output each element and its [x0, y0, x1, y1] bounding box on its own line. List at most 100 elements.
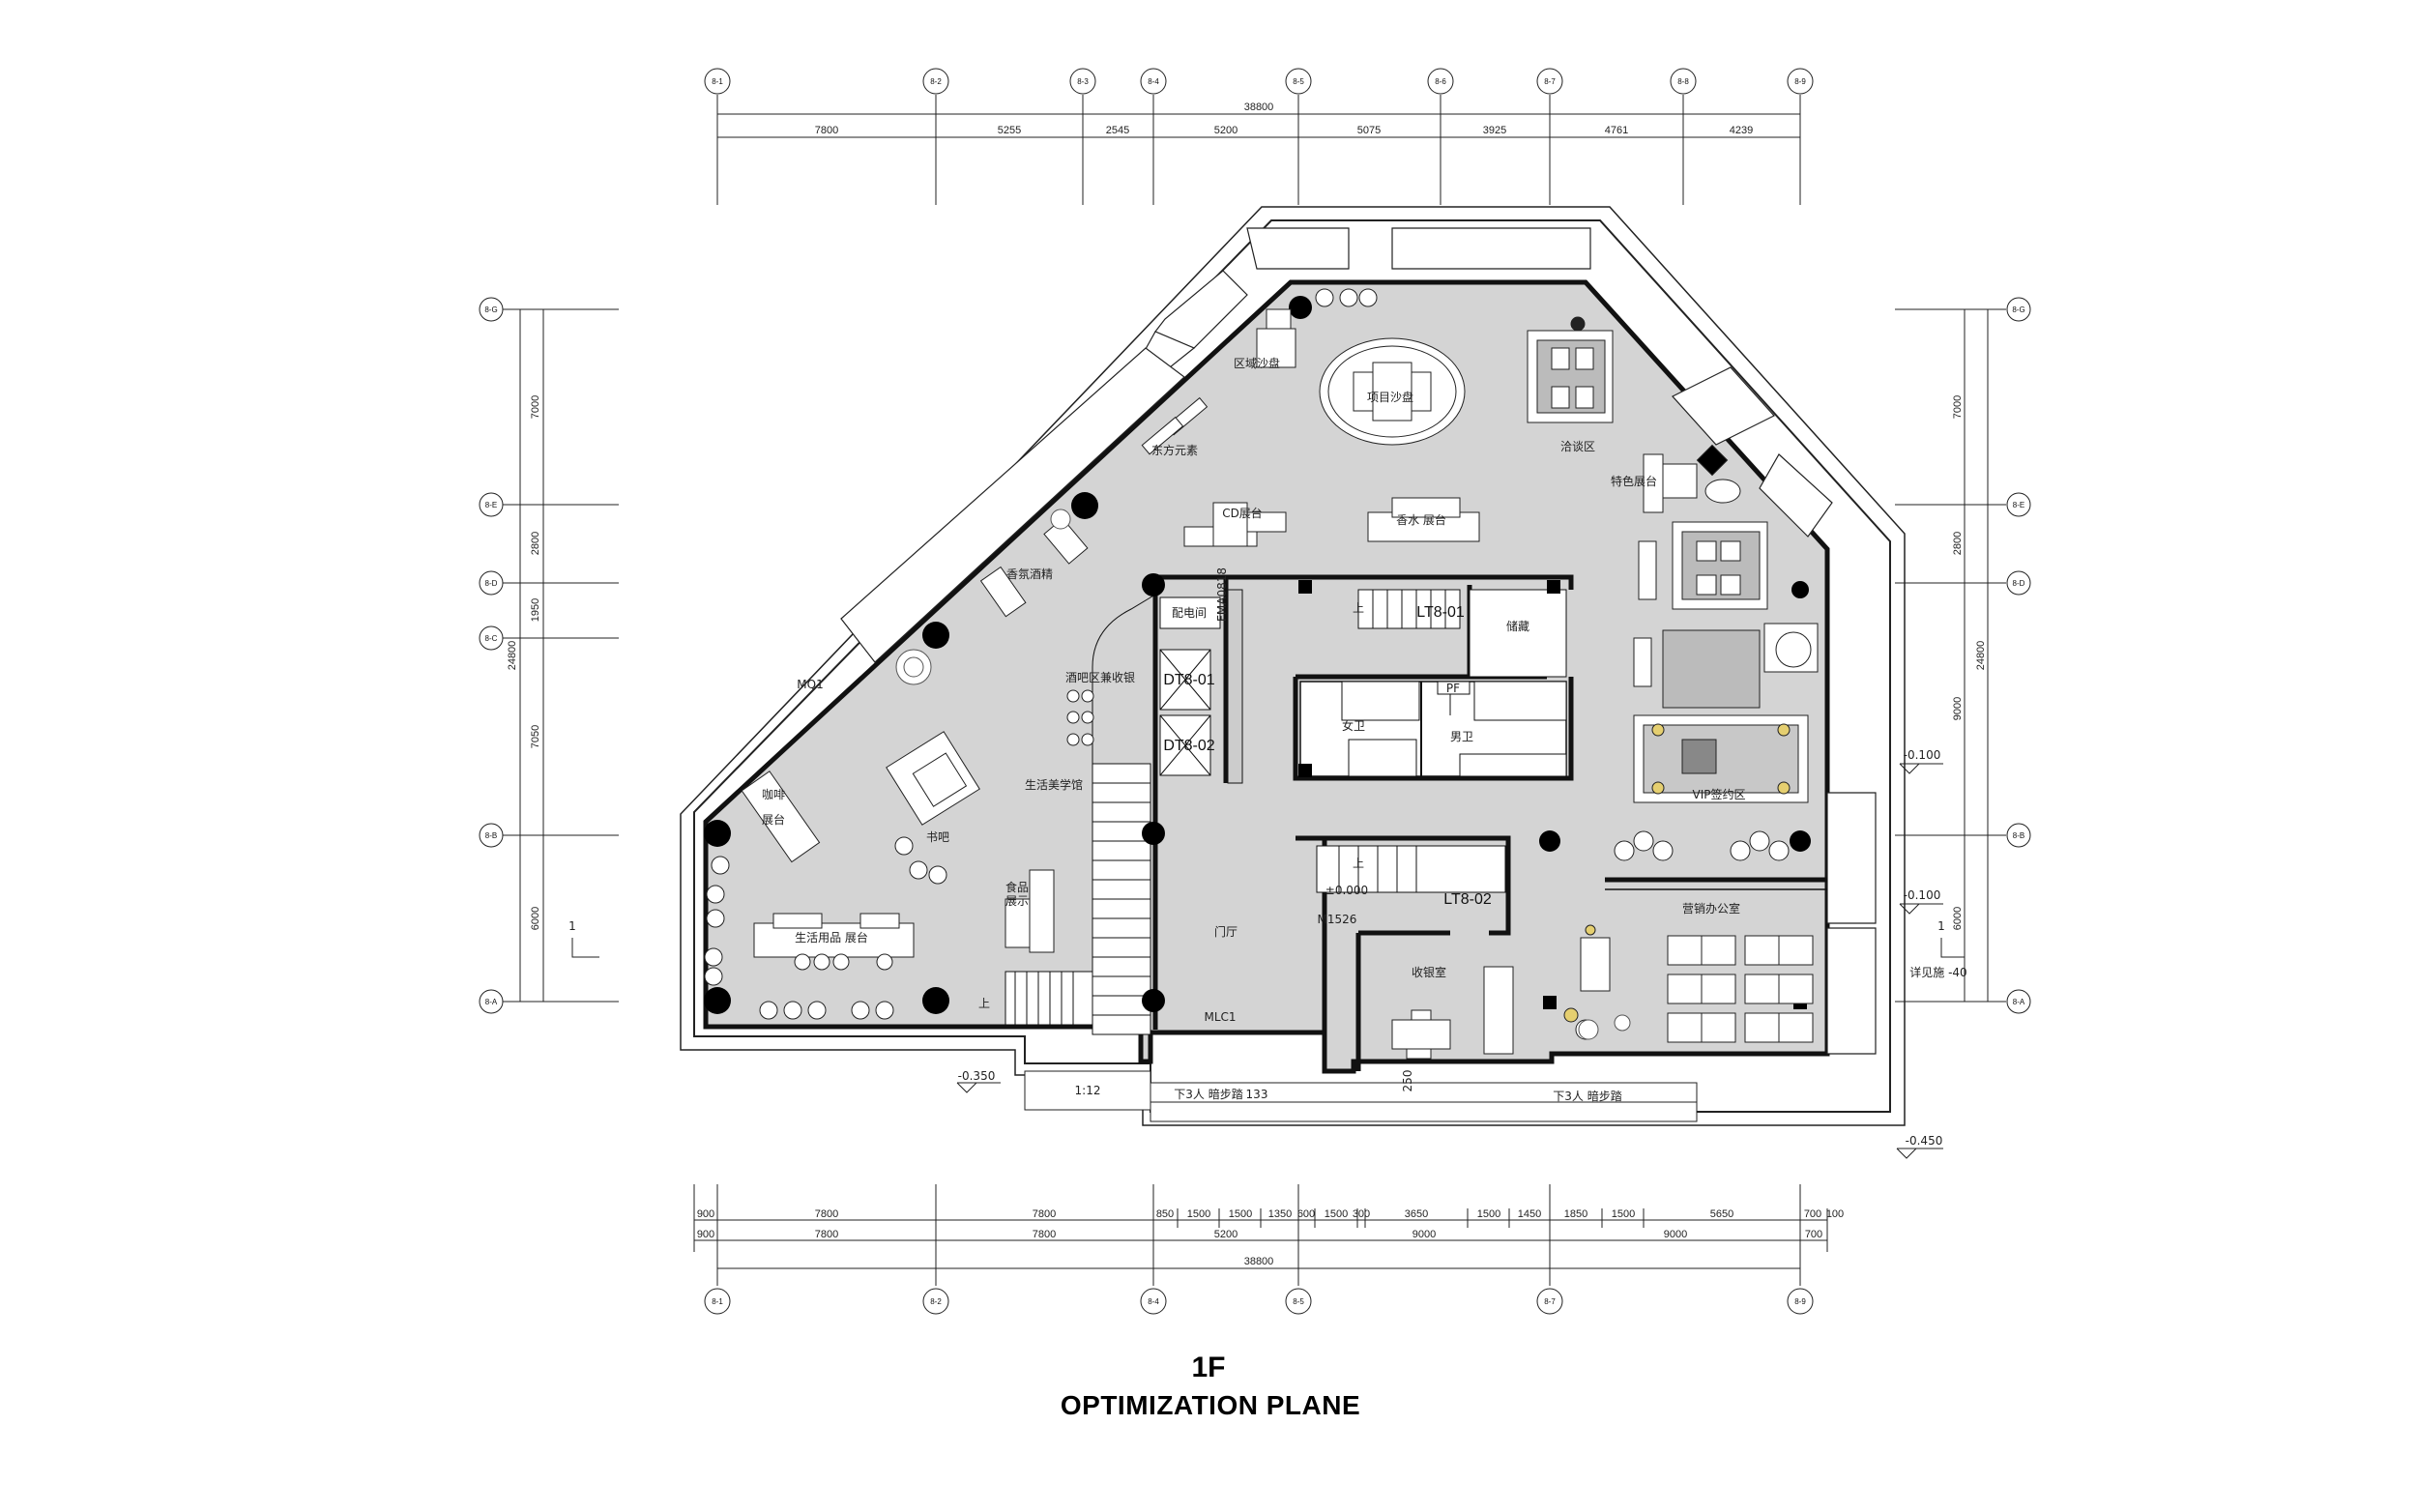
grid-top-6: 8-6	[1435, 77, 1446, 86]
grid-bottom-1: 8-1	[712, 1297, 723, 1306]
dim-bottom-r2-2: 7800	[815, 1229, 838, 1240]
label-133: 133	[1246, 1088, 1268, 1101]
label-down3: 下3人 暗步踏	[1174, 1087, 1242, 1101]
window-bays	[840, 227, 1877, 1055]
label-sandbox: 区域沙盘	[1234, 356, 1280, 370]
label-lvl-m100a: -0.100	[1904, 748, 1941, 762]
label-lvl-m350: -0.350	[958, 1069, 996, 1083]
dim-left-2: 2800	[530, 532, 541, 555]
grid-left-d: 8-D	[485, 579, 498, 588]
label-stair-up-3: 上	[978, 997, 990, 1010]
label-250: 250	[1401, 1070, 1414, 1092]
grid-top-3: 8-3	[1077, 77, 1089, 86]
bottom-dimensions	[693, 1184, 1828, 1315]
dim-top-3: 2545	[1106, 125, 1129, 136]
sales-office-desks	[1563, 924, 1814, 1043]
dim-bottom-r2-4: 5200	[1214, 1229, 1238, 1240]
label-lvl-m450: -0.450	[1906, 1134, 1943, 1148]
entry-ramp	[1024, 1070, 1698, 1122]
label-bar: 酒吧区兼收银	[1065, 671, 1135, 684]
label-dt1: DT8-01	[1163, 672, 1214, 688]
dim-top-7: 4761	[1605, 125, 1628, 136]
dim-bottom-r1-6: 1500	[1229, 1208, 1252, 1220]
dim-bottom-r1-1: 900	[697, 1208, 714, 1220]
dim-bottom-r1-16: 5650	[1710, 1208, 1733, 1220]
dim-left-4: 7050	[530, 725, 541, 748]
drawing-title: OPTIMIZATION PLANE	[1060, 1390, 1361, 1420]
left-dimensions	[479, 297, 619, 1014]
dim-top-5: 5075	[1357, 125, 1381, 136]
label-display: 展台	[762, 812, 785, 827]
dim-bottom-r1-11: 3650	[1405, 1208, 1428, 1220]
dim-right-3: 9000	[1952, 697, 1964, 720]
label-mlc1: MLC1	[1204, 1010, 1236, 1024]
dim-left-5: 6000	[530, 907, 541, 930]
dim-bottom-r1-5: 1500	[1187, 1208, 1210, 1220]
grid-left-e: 8-E	[485, 501, 497, 509]
label-pf: PF	[1446, 682, 1460, 695]
dim-top-total: 38800	[1244, 102, 1274, 113]
dim-bottom-r1-10: 300	[1353, 1208, 1370, 1220]
grid-top-7: 8-7	[1544, 77, 1556, 86]
toilet-block	[1299, 681, 1567, 777]
grid-top-8: 8-8	[1677, 77, 1689, 86]
dim-top-8: 4239	[1730, 125, 1753, 136]
furniture	[741, 308, 1480, 958]
label-lt2: LT8-02	[1443, 891, 1492, 908]
drawing-floor-title: 1F	[1191, 1352, 1226, 1383]
label-north-left: 1	[568, 919, 576, 933]
level-markers	[571, 763, 1965, 1159]
label-west-2: 香氛酒精	[1006, 567, 1053, 581]
label-right-note: 详见施 -40	[1909, 965, 1966, 979]
grid-bottom-4: 8-4	[1148, 1297, 1159, 1306]
label-ramp: 1:12	[1075, 1084, 1101, 1097]
dim-bottom-r1-2: 7800	[815, 1208, 838, 1220]
dim-right-4: 6000	[1952, 907, 1964, 930]
top-dimensions	[716, 95, 1801, 205]
label-bookbar: 书吧	[926, 830, 949, 844]
dim-bottom-r1-3: 7800	[1033, 1208, 1056, 1220]
grid-right-e: 8-E	[2013, 501, 2024, 509]
grid-right-d: 8-D	[2013, 579, 2025, 588]
grid-left-g: 8-G	[484, 305, 497, 314]
cashier-furniture	[1391, 966, 1514, 1060]
dim-right-2: 2800	[1952, 532, 1964, 555]
negotiation-area	[1527, 316, 1819, 803]
label-north-right: 1	[1937, 919, 1945, 933]
core-elements	[1159, 589, 1567, 893]
label-elec: 配电间	[1172, 606, 1207, 620]
grid-top-1: 8-1	[712, 77, 723, 86]
label-storage: 储藏	[1506, 619, 1529, 633]
dim-bottom-r1-14: 1850	[1564, 1208, 1587, 1220]
dim-top-2: 5255	[998, 125, 1021, 136]
label-female-wc: 女卫	[1342, 718, 1365, 733]
west-stair	[1005, 594, 1156, 1035]
grid-left-b: 8-B	[485, 831, 497, 840]
dim-top-1: 7800	[815, 125, 838, 136]
dim-bottom-r1-8: 600	[1297, 1208, 1315, 1220]
dim-top-6: 3925	[1483, 125, 1506, 136]
label-daily-goods: 生活用品 展台	[795, 930, 868, 945]
grid-right-b: 8-B	[2013, 831, 2024, 840]
dim-top-4: 5200	[1214, 125, 1238, 136]
label-lt1: LT8-01	[1416, 604, 1465, 621]
dim-bottom-r1-7: 1350	[1268, 1208, 1292, 1220]
label-perfume: 香水 展台	[1396, 512, 1446, 527]
label-coffee: 咖啡	[762, 787, 785, 801]
dim-bottom-r1-9: 1500	[1325, 1208, 1348, 1220]
columns	[704, 296, 1811, 1014]
label-down3b: 下3人 暗步踏	[1553, 1089, 1621, 1103]
label-bar-display: 特色展台	[1611, 474, 1657, 488]
dim-bottom-r2-3: 7800	[1033, 1229, 1056, 1240]
label-vip: VIP签约区	[1693, 787, 1746, 801]
top-grid-bubbles	[704, 68, 1814, 95]
dim-right-total: 24800	[1975, 641, 1987, 671]
label-m1526: M1526	[1318, 913, 1357, 926]
dim-bottom-r2-7: 700	[1805, 1229, 1822, 1240]
label-sales-office: 营销办公室	[1682, 901, 1740, 916]
right-dimensions	[1895, 297, 2031, 1014]
grid-left-c: 8-C	[485, 634, 498, 643]
dim-bottom-total: 38800	[1244, 1256, 1274, 1267]
label-stair-up-1: 上	[1353, 601, 1364, 615]
